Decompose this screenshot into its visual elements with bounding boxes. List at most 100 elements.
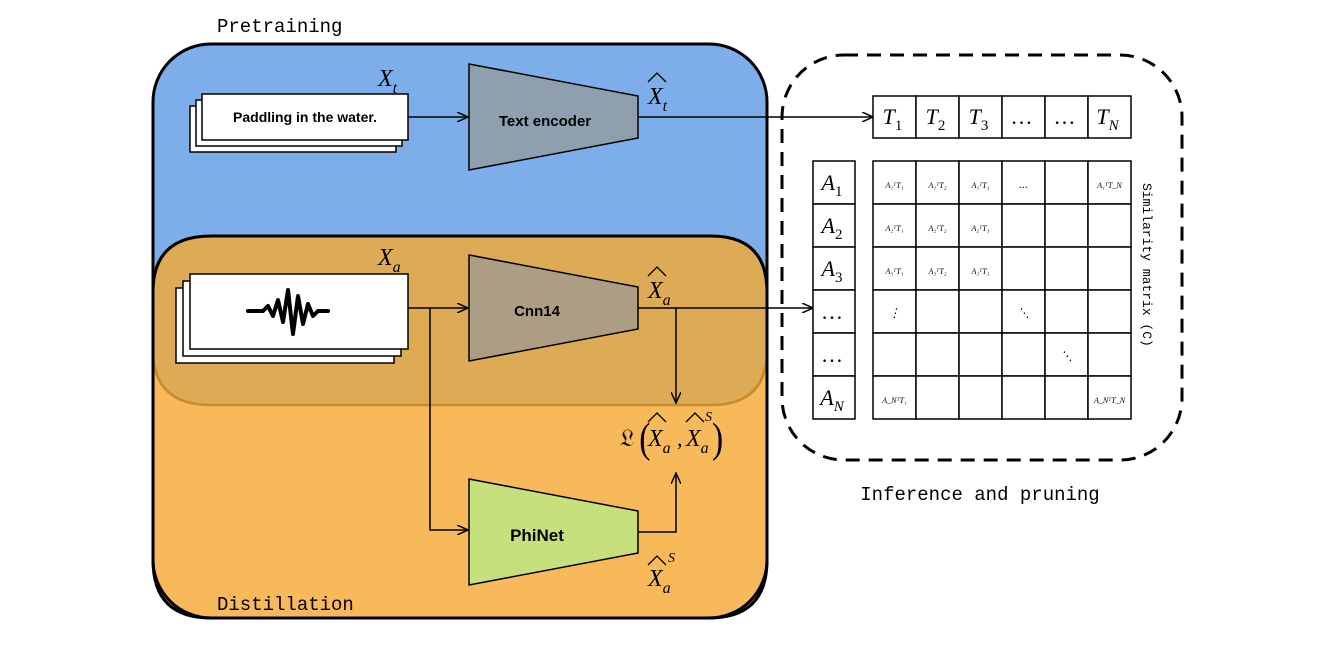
text-embedding-label: Xt xyxy=(647,72,668,115)
audio-token-cell xyxy=(812,332,856,377)
matrix-cell xyxy=(1087,375,1132,420)
svg-text:(: ( xyxy=(639,416,650,462)
similarity-matrix: A₁ᵀT₁ A₁ᵀT₂ A₁ᵀT₃... A₁ᵀT_N A₂ᵀT₁ A₂ᵀT₂ A₂ᵀT₃ A… xyxy=(872,160,1132,420)
text-token-label: T1 xyxy=(883,104,903,134)
matrix-cell xyxy=(1044,246,1089,291)
matrix-cell xyxy=(872,203,917,248)
matrix-cell xyxy=(1087,332,1132,377)
text-token-label: T3 xyxy=(969,104,989,134)
inference-label: Inference and pruning xyxy=(860,484,1099,506)
distillation-label: Distillation xyxy=(217,594,354,616)
matrix-cell xyxy=(915,332,960,377)
arrow-phinet-to-loss xyxy=(638,473,676,533)
text-input-stack: Paddling in the water. xyxy=(189,93,409,153)
waveform-icon xyxy=(246,288,330,336)
loss-expression: 𝔏 ( Xa , Xa S ) xyxy=(620,410,723,462)
matrix-cell xyxy=(1001,246,1046,291)
matrix-cell-value: A₂ᵀT₁ xyxy=(885,224,904,233)
matrix-cell-value: A₃ᵀT₂ xyxy=(928,267,947,276)
text-token-cell xyxy=(1087,95,1132,139)
matrix-cell xyxy=(915,160,960,205)
svg-text:Xt: Xt xyxy=(647,84,668,115)
matrix-cell xyxy=(1087,246,1132,291)
matrix-cell xyxy=(915,375,960,420)
matrix-cell-value: A₁ᵀT₃ xyxy=(971,181,990,190)
svg-text:): ) xyxy=(712,416,723,462)
matrix-cell xyxy=(1087,289,1132,334)
audio-input-stack xyxy=(175,273,409,364)
matrix-cell xyxy=(1087,160,1132,205)
matrix-cell-value: A₁ᵀT₂ xyxy=(928,181,947,190)
matrix-cell xyxy=(1001,375,1046,420)
svg-text:S: S xyxy=(668,551,675,566)
matrix-cell-value: A₂ᵀT₂ xyxy=(928,224,947,233)
text-input-var: Xt xyxy=(377,66,398,97)
audio-token-cell xyxy=(812,375,856,420)
audio-token-cell xyxy=(812,160,856,205)
text-token-row: T1 T2 T3 … … TN xyxy=(872,95,1132,139)
matrix-cell-value: A₃ᵀT₃ xyxy=(971,267,990,276)
phinet-block xyxy=(468,478,639,586)
matrix-cell-value: A_NᵀT_N xyxy=(1093,396,1126,405)
svg-text:Xa: Xa xyxy=(647,278,671,309)
audio-token-label: AN xyxy=(818,385,844,415)
matrix-cell xyxy=(958,375,1003,420)
pretraining-border xyxy=(151,42,769,620)
matrix-cell-value: A_NᵀT₁ xyxy=(881,396,907,405)
matrix-cell xyxy=(872,332,917,377)
matrix-cell xyxy=(915,289,960,334)
svg-text:,: , xyxy=(677,426,683,451)
matrix-cell xyxy=(1001,203,1046,248)
text-sample: Paddling in the water. xyxy=(233,109,377,125)
matrix-cell xyxy=(958,246,1003,291)
audio-token-label: A3 xyxy=(820,256,843,286)
audio-token-label: A1 xyxy=(820,170,843,200)
matrix-cell-value: A₁ᵀT₁ xyxy=(885,181,904,190)
similarity-label: Similarity matrix (C) xyxy=(1139,183,1154,347)
svg-text:S: S xyxy=(705,410,712,425)
matrix-cell xyxy=(1044,160,1089,205)
matrix-cell xyxy=(958,289,1003,334)
svg-text:Xa: Xa xyxy=(647,566,671,597)
text-encoder-label: Text encoder xyxy=(499,113,591,130)
matrix-cell-value: A₂ᵀT₃ xyxy=(971,224,990,233)
matrix-cell xyxy=(958,203,1003,248)
matrix-cell-value: ⋱ xyxy=(1061,349,1073,363)
matrix-cell-value: A₃ᵀT₁ xyxy=(885,267,904,276)
matrix-cell xyxy=(1044,203,1089,248)
phinet-label: PhiNet xyxy=(510,526,564,545)
matrix-cell-value: ⋮ xyxy=(889,306,901,320)
matrix-cell-value: ... xyxy=(1019,177,1028,191)
cnn14-block xyxy=(468,254,639,362)
matrix-cell-value: ⋱ xyxy=(1018,306,1030,320)
matrix-cell xyxy=(1087,203,1132,248)
audio-token-label: … xyxy=(821,342,843,367)
matrix-cell xyxy=(872,375,917,420)
cnn14-label: Cnn14 xyxy=(514,303,561,320)
arrow-audio-to-phinet xyxy=(429,308,468,530)
audio-token-label: A2 xyxy=(820,213,843,243)
matrix-cell xyxy=(1001,332,1046,377)
audio-embedding-label: Xa xyxy=(647,266,671,309)
text-token-label: … xyxy=(1054,104,1076,129)
matrix-cell xyxy=(915,203,960,248)
matrix-cell xyxy=(1001,289,1046,334)
audio-input-var: Xa xyxy=(377,245,401,276)
loss-symbol: 𝔏 xyxy=(620,426,634,452)
text-token-label: T2 xyxy=(926,104,946,134)
matrix-cell-value: A₁ᵀT_N xyxy=(1096,181,1122,190)
matrix-cell xyxy=(1044,289,1089,334)
audio-token-label: … xyxy=(821,299,843,324)
text-encoder-block xyxy=(468,63,639,171)
audio-token-cell xyxy=(812,289,856,334)
text-token-label: TN xyxy=(1096,104,1119,134)
matrix-cell xyxy=(958,332,1003,377)
student-embedding-label: Xa S xyxy=(647,551,675,597)
matrix-cell xyxy=(1044,375,1089,420)
text-token-label: … xyxy=(1011,104,1033,129)
pretraining-label: Pretraining xyxy=(217,16,342,38)
inference-region xyxy=(780,53,1184,462)
